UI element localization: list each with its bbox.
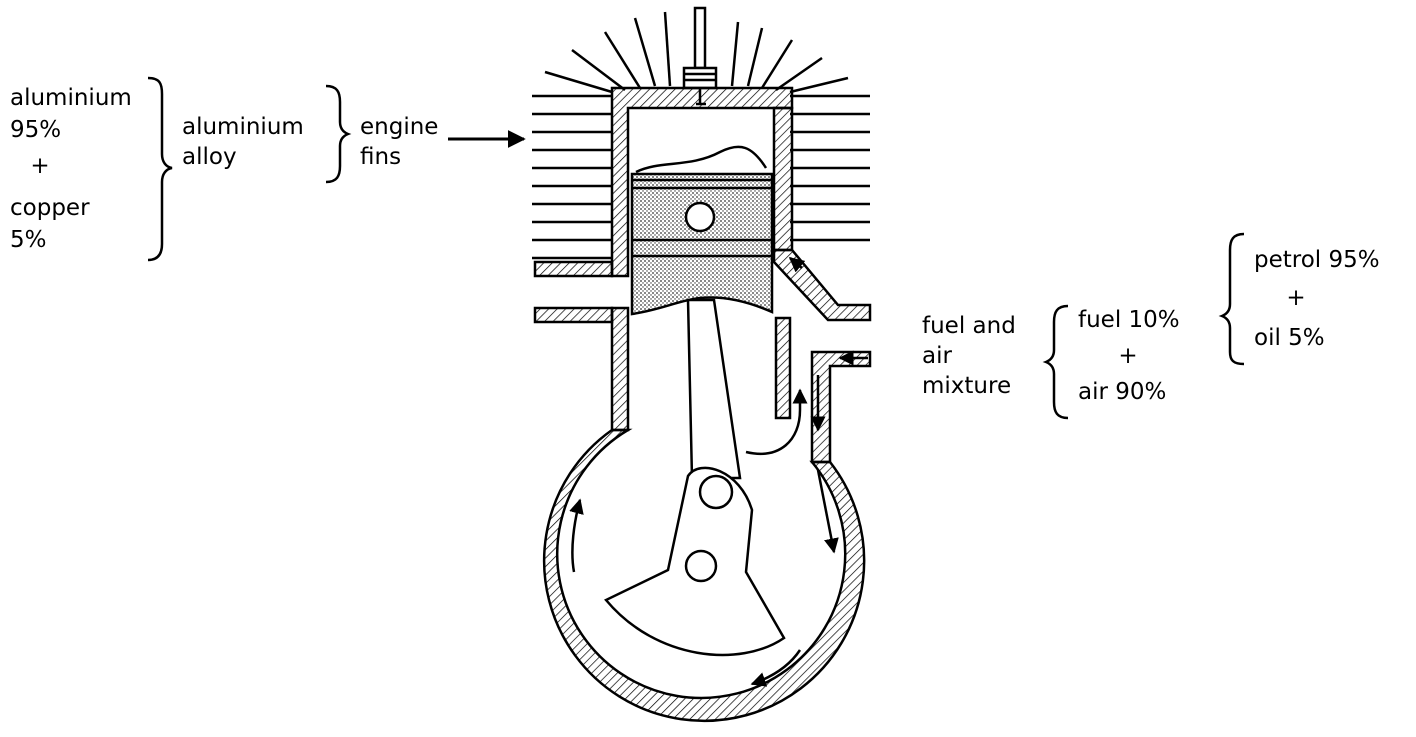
engine-fins bbox=[532, 94, 870, 260]
crankshaft bbox=[604, 466, 786, 657]
composition-plus-sign: + bbox=[30, 153, 50, 179]
mixture-label-line3: mixture bbox=[922, 373, 1012, 399]
engine-fins-label-line2: fins bbox=[360, 144, 402, 170]
ratio-plus-sign: + bbox=[1118, 343, 1138, 369]
brace-composition bbox=[147, 76, 173, 262]
brace-alloy bbox=[325, 84, 352, 184]
connecting-rod bbox=[686, 298, 742, 480]
mixture-label-line1: fuel and bbox=[922, 313, 1016, 339]
alloy-label-line2: alloy bbox=[182, 144, 237, 170]
composition-copper-label: copper bbox=[10, 195, 90, 221]
brace-mixture bbox=[1042, 304, 1069, 420]
mixture-label-line2: air bbox=[922, 343, 952, 369]
ratio-fuel-label: fuel 10% bbox=[1078, 307, 1180, 333]
fuel-petrol-label: petrol 95% bbox=[1254, 247, 1380, 273]
composition-aluminium-percent: 95% bbox=[10, 117, 62, 143]
brace-fuel bbox=[1218, 232, 1245, 366]
heat-radiation-lines bbox=[544, 11, 849, 94]
inlet-port-wall bbox=[772, 248, 872, 464]
ratio-air-label: air 90% bbox=[1078, 379, 1167, 405]
engine-fins-label-line1: engine bbox=[360, 114, 439, 140]
flow-arrows bbox=[569, 257, 868, 687]
fuel-plus-sign: + bbox=[1286, 285, 1306, 311]
alloy-label-line1: aluminium bbox=[182, 114, 304, 140]
composition-aluminium-label: aluminium bbox=[10, 85, 132, 111]
cylinder-wall bbox=[533, 86, 794, 278]
piston bbox=[630, 172, 774, 316]
fuel-oil-label: oil 5% bbox=[1254, 325, 1325, 351]
composition-copper-percent: 5% bbox=[10, 227, 47, 253]
crankcase bbox=[533, 306, 866, 723]
braces bbox=[147, 76, 1245, 420]
combustion-charge bbox=[635, 145, 768, 174]
